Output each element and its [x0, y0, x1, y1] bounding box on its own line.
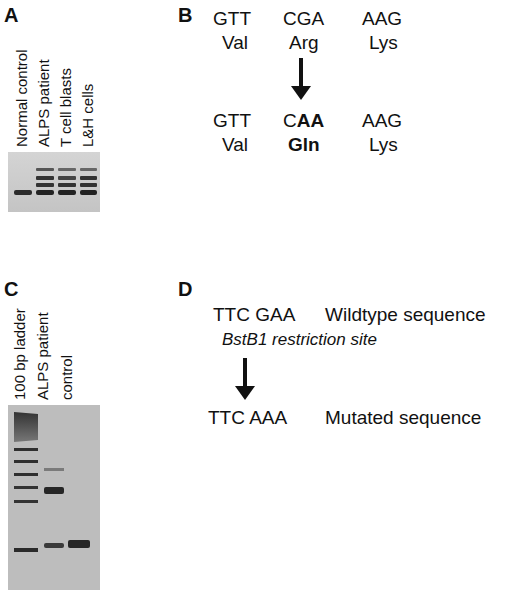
- panel-letter: A: [4, 4, 18, 27]
- amino-acid: Lys: [369, 134, 398, 156]
- panel-letter: C: [4, 278, 18, 301]
- codon: C: [283, 110, 297, 132]
- panel-letter: B: [178, 4, 192, 27]
- lane-label: 100 bp ladder: [11, 308, 28, 400]
- lane-label: ALPS patient: [34, 312, 51, 400]
- codon: GTT: [213, 110, 251, 132]
- lane-label: ALPS patient: [35, 59, 52, 147]
- lane-label: L&H cells: [79, 84, 96, 147]
- lane-label: Normal control: [13, 49, 30, 147]
- amino-acid: Val: [222, 134, 248, 156]
- codon: GTT: [213, 8, 251, 30]
- sequence-note: Wildtype sequence: [325, 304, 486, 326]
- sequence: TTC GAA: [213, 304, 295, 326]
- codon: CGA: [283, 8, 324, 30]
- sequence-note: Mutated sequence: [325, 407, 481, 429]
- codon: AAG: [362, 8, 402, 30]
- mutation-arrow: [235, 358, 255, 400]
- gel-image-a: [8, 152, 100, 212]
- amino-acid: Val: [222, 32, 248, 54]
- gel-image-c: [8, 405, 100, 590]
- restriction-site-label: BstB1 restriction site: [222, 330, 377, 350]
- lane-label: T cell blasts: [57, 68, 74, 147]
- amino-acid: Gln: [288, 134, 320, 156]
- sequence: TTC AAA: [208, 407, 287, 429]
- mutation-arrow: [291, 58, 311, 100]
- lane-label: control: [58, 355, 75, 400]
- panel-letter: D: [178, 278, 192, 301]
- amino-acid: Arg: [289, 32, 319, 54]
- amino-acid: Lys: [369, 32, 398, 54]
- codon: AAG: [362, 110, 402, 132]
- mutated-base: AA: [297, 110, 324, 132]
